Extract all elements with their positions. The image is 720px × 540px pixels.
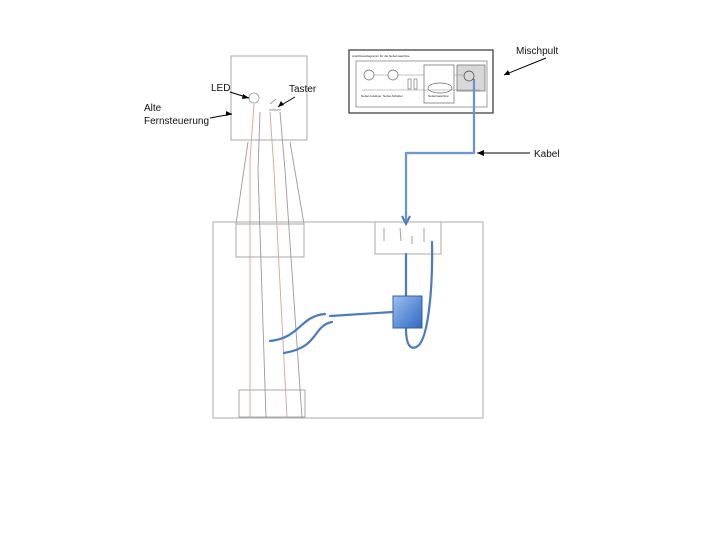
blue-swoosh-2 <box>282 320 334 355</box>
kabel-arrowhead <box>401 215 411 227</box>
blue-swoosh-1 <box>268 312 327 343</box>
label-led: LED <box>211 83 230 94</box>
label-mischpult: Mischpult <box>516 46 558 57</box>
label-kabel: Kabel <box>534 149 560 160</box>
kabel-line-highlight <box>405 80 475 222</box>
sheet-sublabel-3: Nebelmaschine <box>428 94 449 98</box>
bottom-connector <box>238 389 306 418</box>
sheet-resistor-2 <box>413 78 418 90</box>
sheet-sublabel-2: Nebel-Schalter <box>383 94 403 98</box>
label-alte-fernsteuerung-1: Alte <box>144 103 162 114</box>
machine-box <box>212 221 484 419</box>
wire-2 <box>257 111 267 419</box>
sheet-plug-area <box>456 64 486 92</box>
arrow-led <box>229 91 250 99</box>
sheet-machine-frame <box>423 64 455 104</box>
relay-box <box>392 295 423 329</box>
blue-wire-to-box <box>328 310 395 318</box>
arrow-alte-fernsteuerung <box>209 111 233 119</box>
arrow-mischpult <box>503 57 547 76</box>
sheet-sublabel-1: Nebel-Auslöser <box>361 94 382 98</box>
arrow-kabel <box>477 150 530 156</box>
connector-pins <box>383 227 425 244</box>
label-alte-fernsteuerung-2: Fernsteuerung <box>144 116 209 127</box>
taster-symbol <box>269 98 281 111</box>
sheet-resistor-1 <box>407 78 412 90</box>
funnel-left <box>235 141 249 225</box>
mischpult-sheet-title: Anschlussdiagramm für die Nebelmaschine <box>352 54 410 58</box>
sheet-machine-symbol <box>427 82 453 94</box>
arrow-taster <box>277 96 296 108</box>
remote-control-box <box>230 55 308 141</box>
blue-loop <box>404 240 434 349</box>
top-left-connector <box>235 223 305 258</box>
wire-3 <box>269 111 288 419</box>
mischpult-sheet-inner <box>355 60 488 108</box>
funnel-right <box>289 141 305 225</box>
wire-1 <box>249 103 255 418</box>
led-symbol <box>248 92 260 104</box>
label-taster: Taster <box>289 84 317 95</box>
sheet-wires <box>362 74 480 91</box>
sheet-plug <box>463 70 475 82</box>
wire-4 <box>279 111 303 419</box>
